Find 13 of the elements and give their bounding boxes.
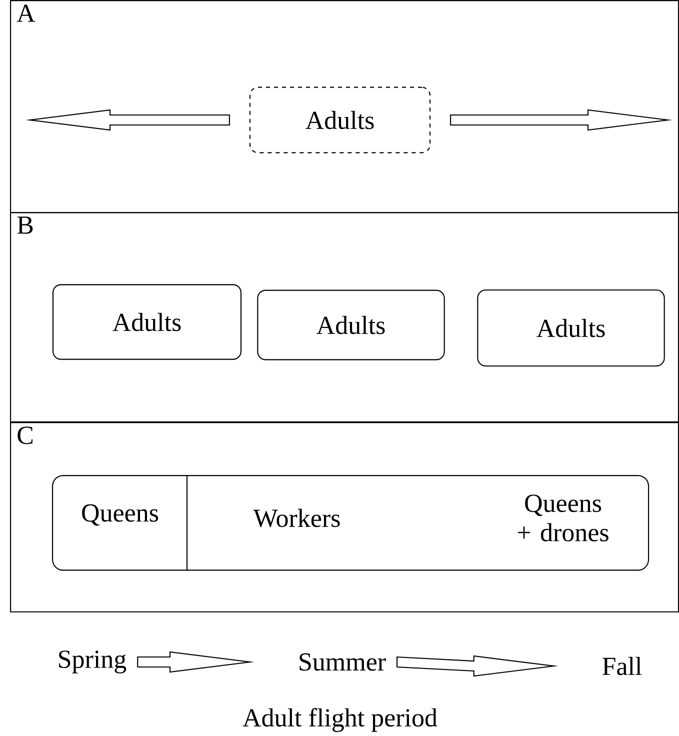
adults-box: Adults <box>257 290 445 360</box>
hollow-arrow <box>450 109 672 131</box>
season-label: Spring <box>59 650 126 674</box>
hollow-arrow <box>137 651 254 673</box>
hollow-arrow <box>26 109 230 131</box>
adults-box: Adults <box>249 86 431 154</box>
hollow-arrow <box>396 655 558 677</box>
season-bar: Queens Workers Queens + drones <box>52 475 650 571</box>
season-label: Fall <box>602 656 642 676</box>
season-label: Summer <box>300 653 386 671</box>
adults-box: Adults <box>52 284 242 360</box>
adults-box: Adults <box>477 289 665 367</box>
caption: Adult flight period <box>242 708 438 732</box>
